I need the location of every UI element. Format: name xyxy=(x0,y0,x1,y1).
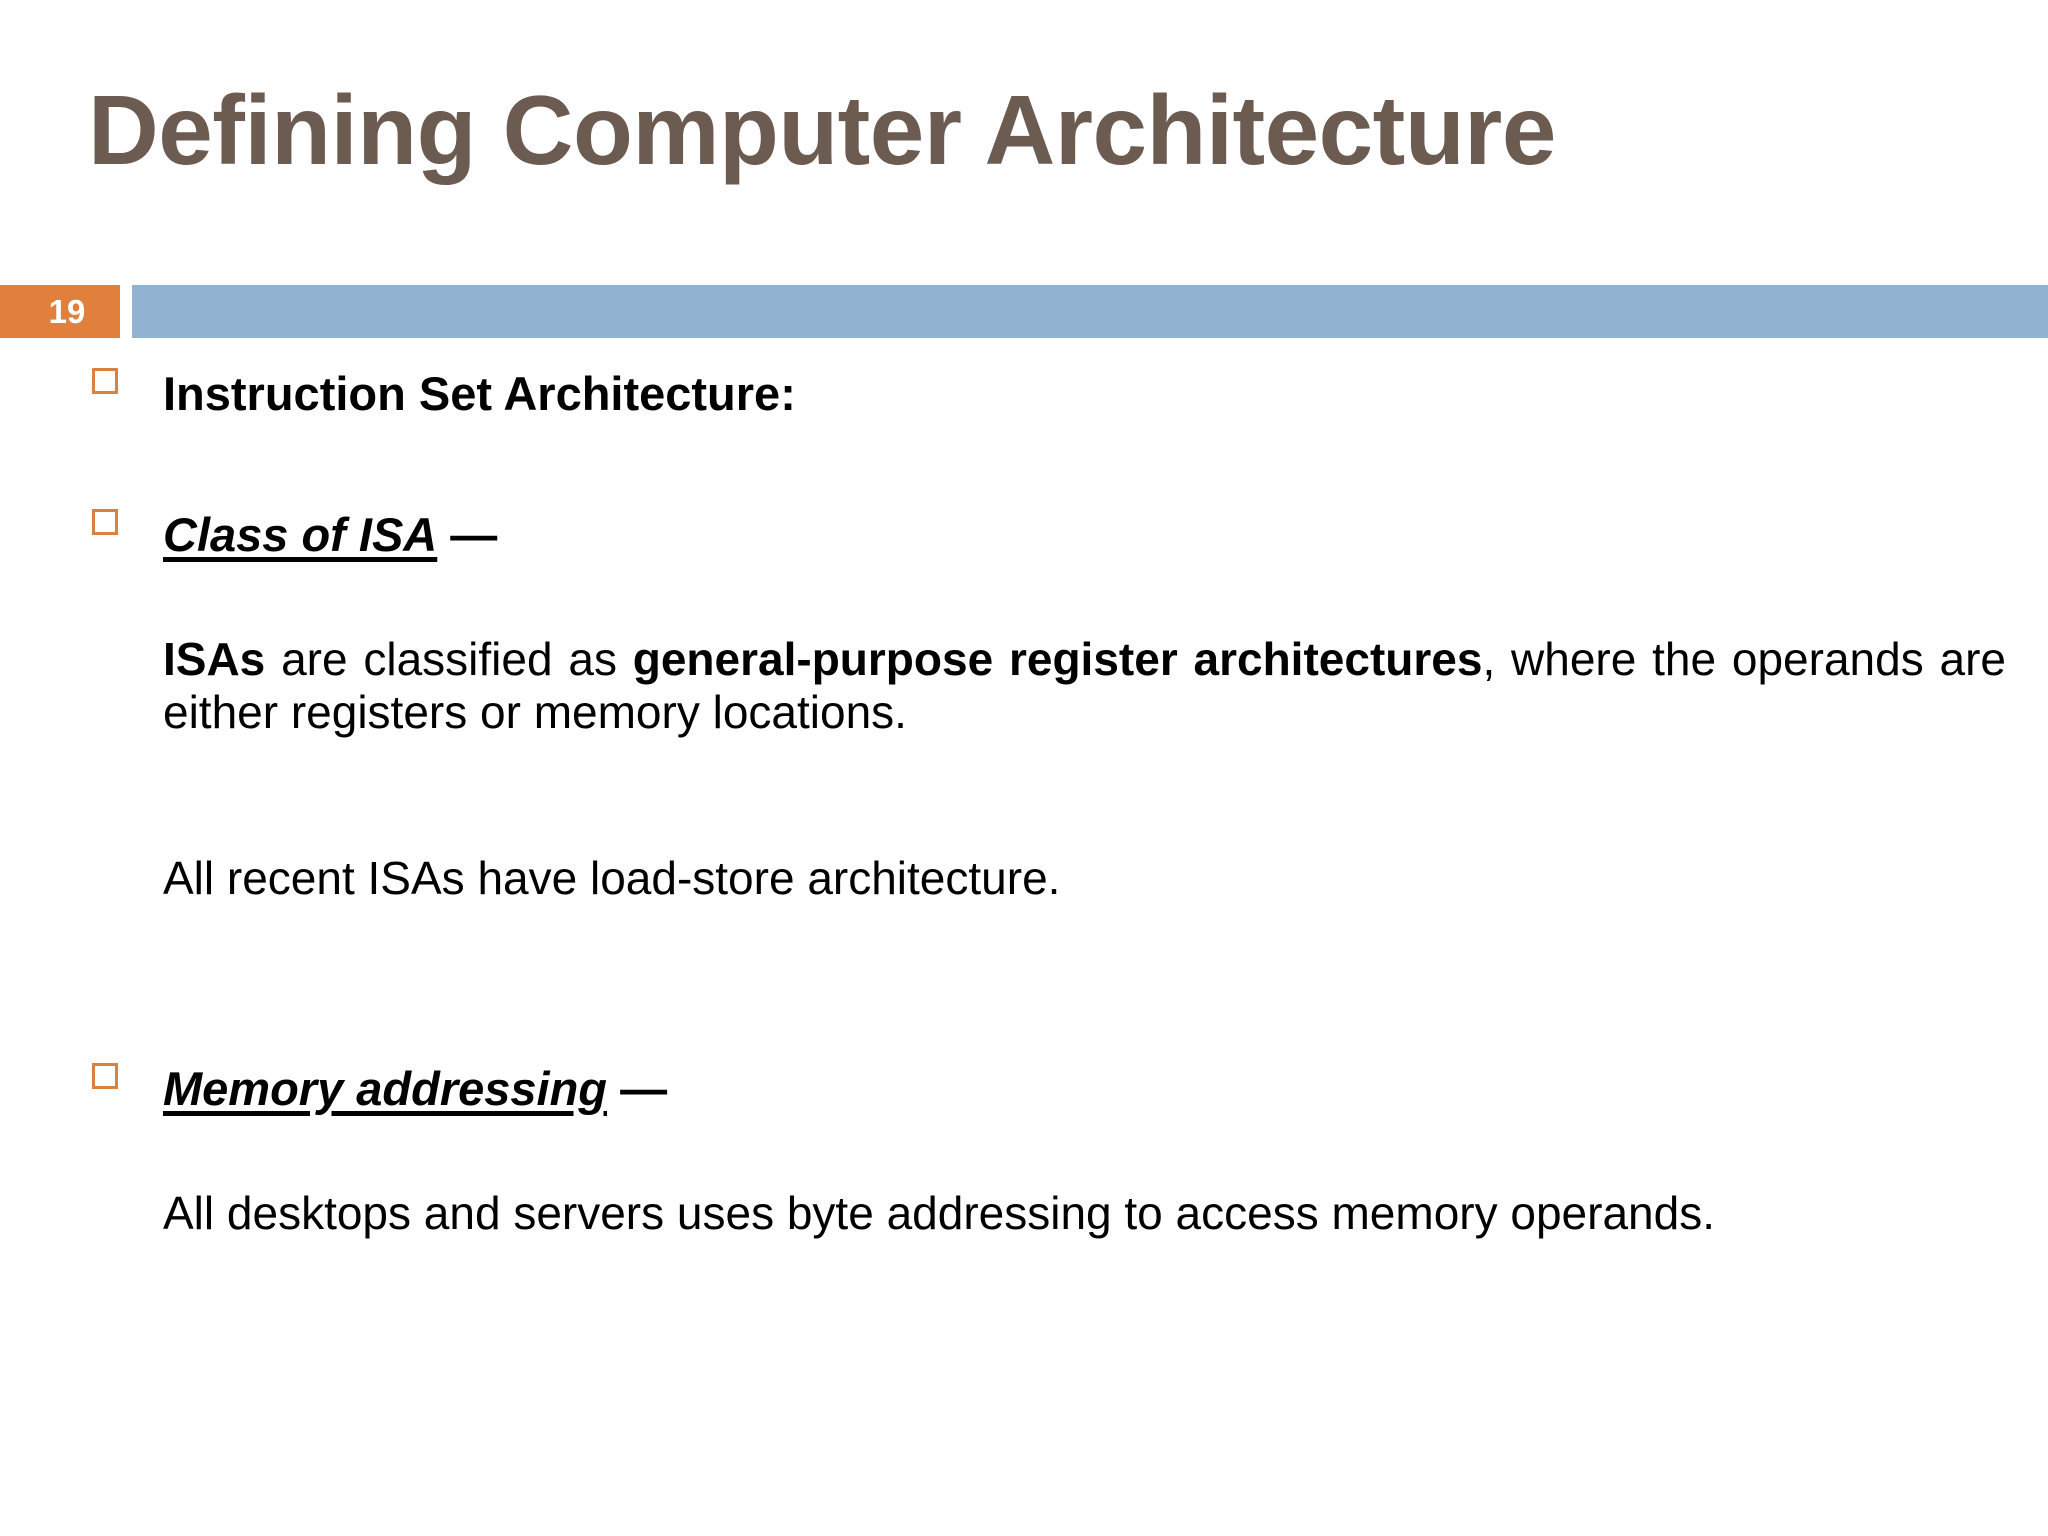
paragraph-isa-classification: ISAs are classified as general-purpose r… xyxy=(163,633,2006,738)
bullet-item-class-of-isa: Class of ISA — xyxy=(0,507,2048,562)
paragraph-byte-addressing: All desktops and servers uses byte addre… xyxy=(163,1187,1715,1240)
divider-bar xyxy=(132,285,2048,338)
bullet-heading-instruction-set-architecture: Instruction Set Architecture: xyxy=(163,367,796,420)
bullet-item-memory-addressing: Memory addressing — xyxy=(0,1061,2048,1116)
page-title: Defining Computer Architecture xyxy=(88,75,1556,185)
paragraph-isa-classification-run2: are classified as xyxy=(265,633,633,686)
spacer xyxy=(0,561,2048,587)
bullet-item-instruction-set-architecture: Instruction Set Architecture: xyxy=(0,367,2048,421)
slide-title-region: Defining Computer Architecture xyxy=(0,75,2048,238)
slide-body: Instruction Set Architecture: Class of I… xyxy=(0,367,2048,1286)
divider-band: 19 xyxy=(0,285,2048,338)
spacer xyxy=(0,1115,2048,1141)
paragraph-isa-classification-run3: general-purpose register architectures xyxy=(632,633,1483,686)
bullet-heading-memory-addressing: Memory addressing — xyxy=(118,1061,2048,1116)
spacer xyxy=(0,421,2048,509)
bullet-heading-memory-addressing-dash: — xyxy=(607,1061,668,1115)
paragraph-load-store: All recent ISAs have load-store architec… xyxy=(163,852,1061,905)
square-bullet-icon xyxy=(92,1062,118,1089)
spacer xyxy=(0,951,2048,1063)
square-bullet-icon xyxy=(92,368,118,394)
bullet-heading-class-of-isa-dash: — xyxy=(437,507,498,561)
paragraph-isa-classification-run4: , where the operands are either register… xyxy=(163,633,2006,738)
square-bullet-icon xyxy=(92,508,118,535)
bullet-heading-class-of-isa-emphasis: Class of ISA xyxy=(163,507,438,561)
bullet-heading-class-of-isa: Class of ISA — xyxy=(118,507,2048,562)
bullet-heading-memory-addressing-emphasis: Memory addressing xyxy=(163,1061,608,1115)
paragraph-isa-classification-run1: ISAs xyxy=(163,633,266,686)
slide-number-badge: 19 xyxy=(0,285,120,338)
spacer xyxy=(0,784,2048,806)
